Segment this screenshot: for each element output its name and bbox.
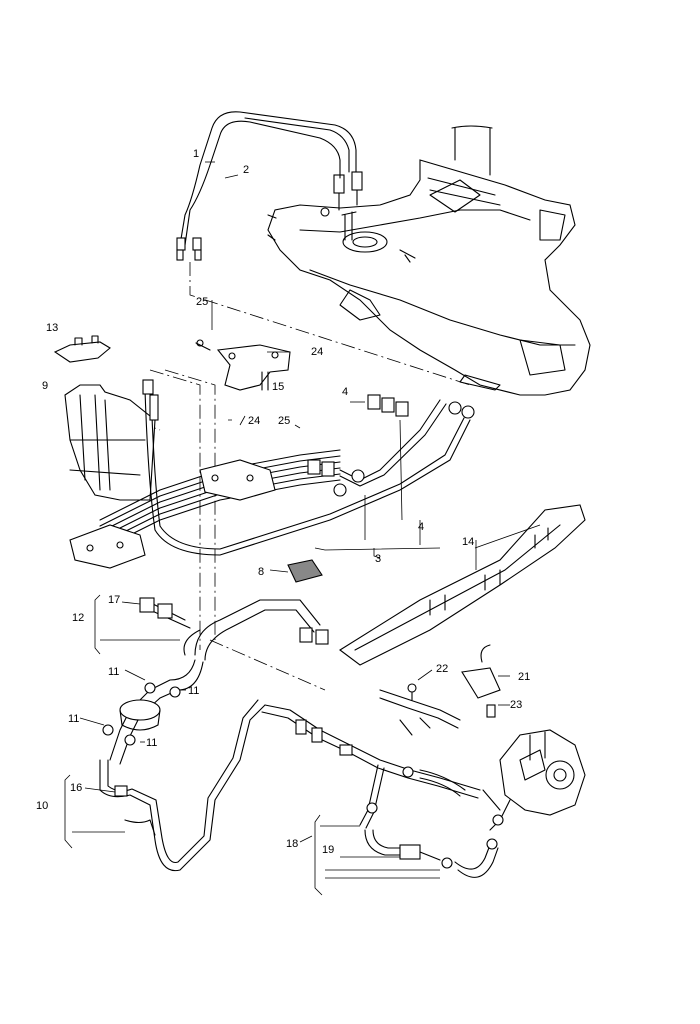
hoses-18-19	[364, 789, 501, 878]
label-24: 24	[311, 346, 323, 358]
fuel-pump-assembly	[489, 729, 586, 831]
label-11: 11	[68, 713, 79, 725]
fuel-lines-lower	[109, 597, 329, 765]
clip-13	[53, 335, 111, 363]
bracket-21	[379, 644, 501, 736]
fuel-line-to-pump	[261, 704, 481, 829]
fuel-lines-upper	[176, 111, 357, 261]
label-14: 14	[462, 536, 474, 548]
leader-lines	[64, 300, 541, 896]
hose-10	[99, 699, 266, 872]
label-3: 3	[375, 553, 381, 565]
label-2: 2	[243, 164, 249, 176]
label-15: 15	[272, 381, 284, 393]
label-9: 9	[42, 380, 48, 392]
clips-4	[307, 394, 409, 477]
label-11: 11	[108, 666, 119, 678]
label-10: 10	[36, 800, 48, 812]
frame-bracket-9	[64, 384, 156, 501]
label-21: 21	[518, 671, 530, 683]
line-bundle-main	[69, 379, 475, 569]
label-24: 24	[248, 415, 260, 427]
fuel-filter-11	[102, 682, 181, 746]
label-16: 16	[70, 782, 82, 794]
label-13: 13	[46, 322, 58, 334]
bracket-15	[195, 339, 291, 391]
pad-8	[287, 559, 323, 583]
label-4: 4	[342, 386, 348, 398]
label-11: 11	[188, 685, 199, 697]
part-labels: 1 2 25 13 24 15 9 4 24 25 4 14 3 8 17 12…	[36, 148, 530, 856]
heat-shield-14	[339, 504, 586, 666]
label-25: 25	[196, 296, 208, 308]
label-4: 4	[418, 521, 424, 533]
label-17: 17	[108, 594, 120, 606]
fuel-tank	[267, 125, 591, 396]
label-19: 19	[322, 844, 334, 856]
label-8: 8	[258, 566, 264, 578]
label-22: 22	[436, 663, 448, 675]
label-23: 23	[510, 699, 522, 711]
label-1: 1	[193, 148, 199, 160]
label-11: 11	[146, 737, 157, 749]
label-25: 25	[278, 415, 290, 427]
label-12: 12	[72, 612, 84, 624]
label-18: 18	[286, 838, 298, 850]
